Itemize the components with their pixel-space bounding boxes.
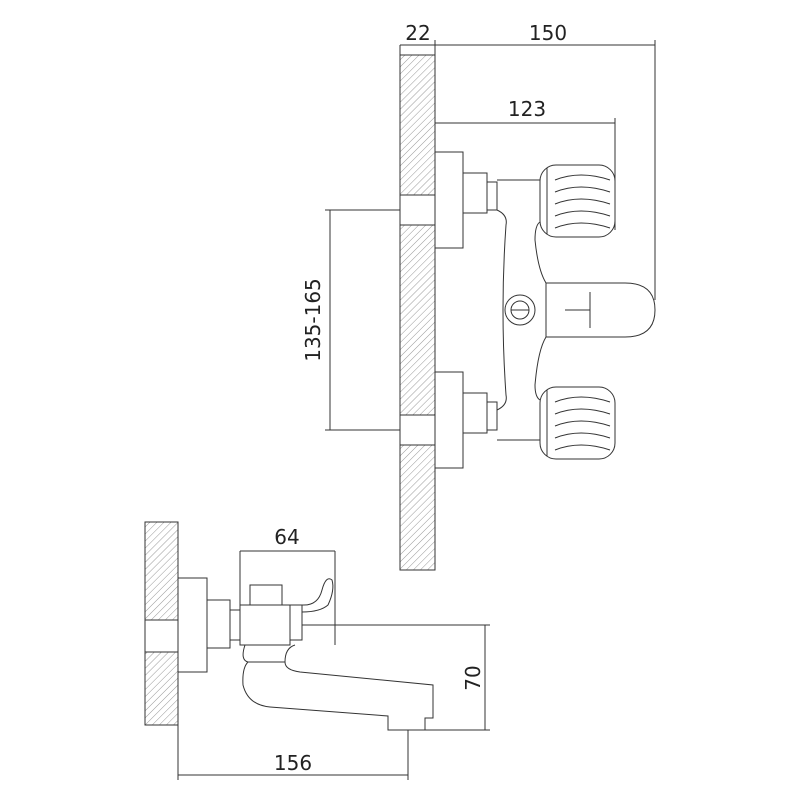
- escutcheon-lower: [434, 371, 464, 469]
- valve-body-side: [239, 604, 291, 646]
- valve-cap: [249, 584, 283, 606]
- valve-collar: [289, 604, 303, 641]
- diverter-lever: [545, 282, 656, 338]
- dim-handle-depth: 123: [508, 97, 546, 121]
- spout: [242, 644, 434, 731]
- wall-inlet-upper: [399, 194, 436, 226]
- nut-lower: [486, 401, 498, 431]
- dim-total-depth: 150: [529, 21, 567, 45]
- dim-plate-thickness: 22: [405, 21, 430, 45]
- dim-spout-body-width: 64: [274, 525, 299, 549]
- dimension-lines-side: [177, 550, 490, 780]
- wall-inlet-lower: [399, 414, 436, 446]
- wall-inlet-side: [144, 619, 179, 653]
- nut-side: [229, 609, 241, 641]
- eccentric-lower: [462, 392, 488, 434]
- side-lever: [301, 578, 334, 613]
- eccentric-upper: [462, 172, 488, 214]
- handle-upper: [539, 164, 616, 238]
- eccentric-side: [206, 599, 231, 649]
- dim-spout-reach: 156: [274, 751, 312, 775]
- dim-center-distance: 135-165: [301, 278, 325, 362]
- dimension-lines-top: [325, 40, 656, 431]
- nut-upper: [486, 181, 498, 211]
- mixer-body: [496, 179, 547, 441]
- handle-lower: [539, 386, 616, 460]
- escutcheon-side: [177, 577, 208, 673]
- top-view-mixer: [399, 54, 656, 571]
- dim-spout-height: 70: [461, 665, 485, 690]
- wall-section-top: [399, 54, 436, 571]
- side-view-spout: [144, 521, 434, 731]
- escutcheon-upper: [434, 151, 464, 249]
